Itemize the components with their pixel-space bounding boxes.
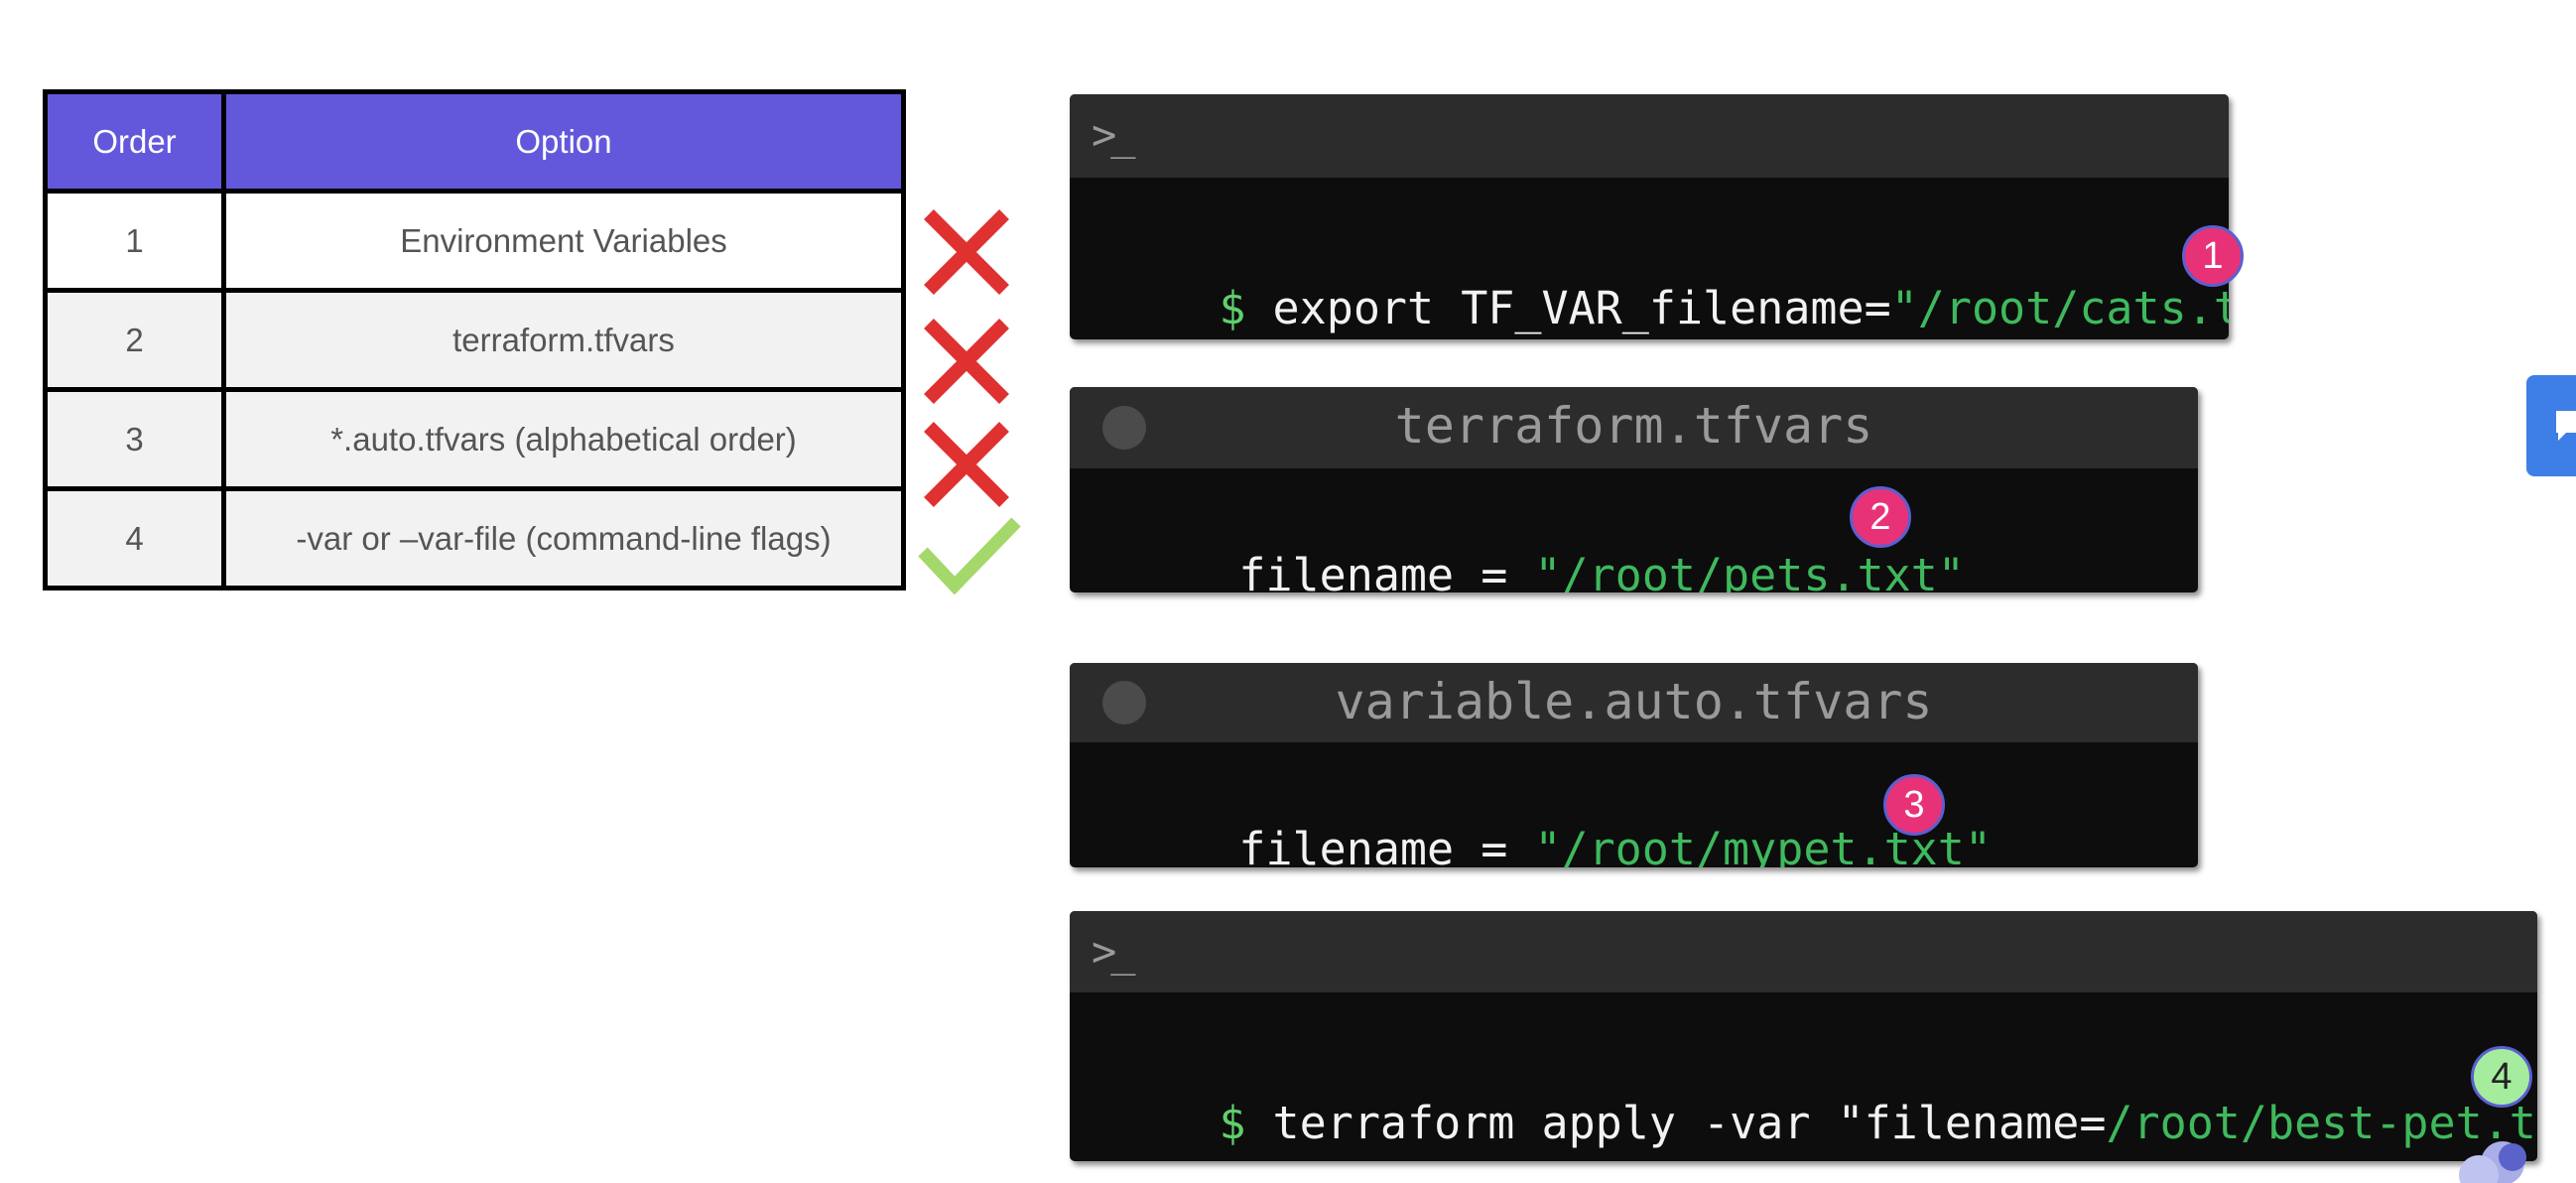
row-option: *.auto.tfvars (alphabetical order) xyxy=(221,387,906,491)
row-order: 2 xyxy=(43,288,226,392)
feedback-tab[interactable] xyxy=(2526,375,2576,476)
table-row: 1 Environment Variables xyxy=(43,189,906,293)
cloud-logo-icon xyxy=(2459,1141,2526,1183)
code-key: filename = xyxy=(1238,549,1535,592)
file-title: terraform.tfvars xyxy=(1394,397,1873,455)
file-titlebar: variable.auto.tfvars xyxy=(1070,663,2198,742)
terminal-titlebar: >_ xyxy=(1070,911,2537,992)
terminal-prompt-icon: >_ xyxy=(1092,927,1136,976)
table-row: 2 terraform.tfvars xyxy=(43,288,906,392)
row-option: -var or –var-file (command-line flags) xyxy=(221,486,906,591)
terminal-titlebar: >_ xyxy=(1070,94,2229,178)
order-badge-2: 2 xyxy=(1850,486,1911,548)
command-string: "/root/cats.txt" xyxy=(1890,282,2229,334)
row-option: Environment Variables xyxy=(221,189,906,293)
shell-prompt: $ xyxy=(1219,1097,1246,1149)
command-text: terraform apply -var "filename= xyxy=(1245,1097,2107,1149)
check-icon xyxy=(918,517,1021,595)
order-badge-3: 3 xyxy=(1883,774,1945,836)
terminal-prompt-icon: >_ xyxy=(1092,110,1136,159)
auto-tfvars-content: filename = "/root/mypet.txt" xyxy=(1131,770,1992,867)
cross-icon xyxy=(924,319,1009,404)
file-titlebar: terraform.tfvars xyxy=(1070,387,2198,468)
chat-bubble-icon xyxy=(2556,411,2576,441)
code-string: "/root/pets.txt" xyxy=(1534,549,1965,592)
tfvars-content: filename = "/root/pets.txt" xyxy=(1131,496,1965,592)
table-header-row: Order Option xyxy=(43,89,906,194)
order-badge-4: 4 xyxy=(2471,1046,2532,1108)
command-text: export TF_VAR_filename= xyxy=(1245,282,1891,334)
file-title: variable.auto.tfvars xyxy=(1335,673,1933,730)
apply-command: $ terraform apply -var "filename=/root/b… xyxy=(1111,1044,2537,1161)
table-row: 4 -var or –var-file (command-line flags) xyxy=(43,486,906,591)
window-dot-icon xyxy=(1102,681,1146,724)
command-string: /root/best-pet.txt xyxy=(2106,1097,2537,1149)
tfvars-file-window: terraform.tfvars filename = "/root/pets.… xyxy=(1070,387,2198,592)
cross-icon xyxy=(924,209,1009,295)
cli-terminal: >_ $ terraform apply -var "filename=/roo… xyxy=(1070,911,2537,1161)
code-key: filename = xyxy=(1238,823,1535,867)
order-badge-1: 1 xyxy=(2182,225,2244,287)
header-order: Order xyxy=(43,89,226,194)
window-dot-icon xyxy=(1102,406,1146,450)
row-order: 1 xyxy=(43,189,226,293)
env-var-terminal: >_ $ export TF_VAR_filename="/root/cats.… xyxy=(1070,94,2229,339)
shell-prompt: $ xyxy=(1219,282,1246,334)
row-order: 3 xyxy=(43,387,226,491)
export-command: $ export TF_VAR_filename="/root/cats.txt… xyxy=(1111,229,2229,339)
precedence-table: Order Option 1 Environment Variables 2 t… xyxy=(43,89,906,591)
row-order: 4 xyxy=(43,486,226,591)
row-option: terraform.tfvars xyxy=(221,288,906,392)
cross-icon xyxy=(924,422,1009,507)
auto-tfvars-file-window: variable.auto.tfvars filename = "/root/m… xyxy=(1070,663,2198,867)
header-option: Option xyxy=(221,89,906,194)
table-row: 3 *.auto.tfvars (alphabetical order) xyxy=(43,387,906,491)
